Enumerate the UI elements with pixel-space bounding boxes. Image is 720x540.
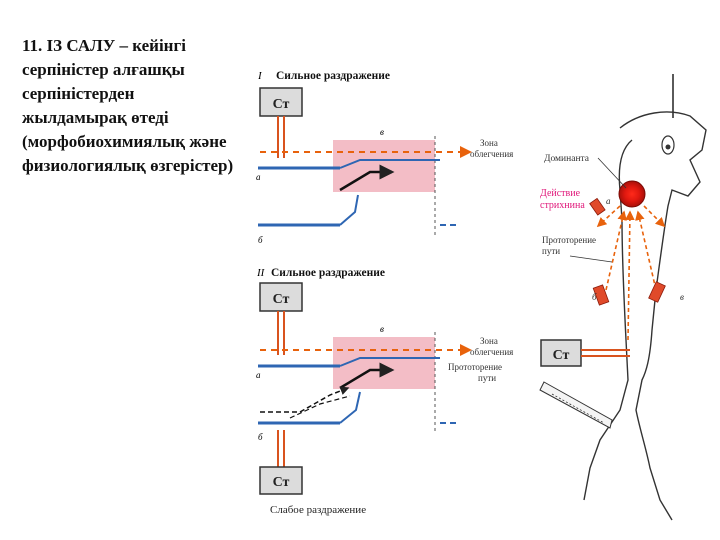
ascending-path [605, 210, 627, 291]
text-line-5: (морфобиохимиялық және [22, 132, 227, 151]
panel-2-label-v: в [380, 324, 384, 334]
panel-2-st-box-bottom [259, 466, 303, 495]
panel-2-st-label-top: Ст [273, 292, 290, 307]
ascending-path [625, 210, 635, 341]
panel-2-trodden-path [260, 386, 350, 413]
frog-pupil [665, 144, 671, 150]
panel-1-zone-label-1: Зона [480, 138, 498, 148]
dominant-pointer [597, 157, 627, 189]
panel-1-neuron-b [339, 194, 359, 226]
panel-1-st-label: Ст [273, 97, 290, 112]
frog-outline [583, 111, 707, 521]
panel-1-label-a: а [256, 172, 261, 182]
panel-2-title: Сильное раздражение [271, 267, 385, 279]
frog-paths-pointer [569, 255, 613, 263]
radiating-arrow [596, 205, 621, 228]
text-line-6: физиологиялық өзгерістер) [22, 156, 234, 175]
text-line-4: жылдамырақ өтеді [22, 108, 169, 127]
panel-2-switch [339, 362, 395, 390]
panel-1-zone-label-2: облегчения [470, 149, 513, 159]
panel-1-label-b: б [258, 235, 263, 245]
panel-2-st-box-top [259, 282, 303, 312]
panel-1: I Сильное раздражение Ст в Зона облегчен… [256, 70, 513, 245]
panel-1-st-box [259, 87, 303, 117]
panel-1-roman: I [257, 70, 263, 82]
panel-2-st-label-bottom: Ст [273, 475, 290, 490]
frog-label-v: в [680, 292, 684, 302]
text-line-1: 11. ІЗ САЛУ – кейінгі [22, 36, 186, 55]
frog-label-b: б [592, 292, 597, 302]
panel-2-weak-label: Слабое раздражение [270, 504, 366, 516]
dominant-label: Доминанта [544, 154, 590, 164]
panel-1-label-v: в [380, 127, 384, 137]
panel-2-neuron-b [339, 391, 361, 424]
frog-eye [661, 135, 675, 155]
panel-2-zone-label-1: Зона [480, 336, 498, 346]
panel-2: II Сильное раздражение Ст в Зона облегче… [256, 267, 513, 516]
stand-bar [539, 381, 613, 429]
text-line-3: серпіністерден [22, 84, 135, 103]
stand-ticks [551, 393, 605, 424]
muscle-block [592, 284, 610, 306]
radiating-arrow [643, 205, 666, 228]
frog-st-box [540, 339, 582, 367]
panel-2-roman: II [256, 267, 266, 279]
frog-paths-label-1: Прототорение [542, 235, 596, 245]
slide-text: 11. ІЗ САЛУ – кейінгі серпіністер алғашқ… [22, 34, 267, 184]
ascending-path [635, 210, 657, 291]
action-label-2: стрихнина [540, 200, 585, 211]
panel-1-neuron-a [339, 159, 440, 169]
panel-2-paths-label-1: Прототорение [448, 362, 502, 372]
panel-2-zone-label-2: облегчения [470, 347, 513, 357]
text-line-2: серпіністер алғашқы [22, 60, 185, 79]
action-label-1: Действие [540, 188, 581, 199]
frog-st-label: Ст [553, 348, 570, 363]
panel-2-paths-label-2: пути [478, 373, 496, 383]
frog-panel: Доминанта Действие стрихнина Прототорени… [539, 74, 707, 521]
panel-2-label-a: а [256, 370, 261, 380]
panel-2-label-b: б [258, 432, 263, 442]
panel-2-trodden-path [289, 395, 351, 419]
panel-1-title: Сильное раздражение [276, 70, 390, 82]
frog-label-a: а [606, 196, 611, 206]
panel-1-switch [339, 164, 395, 192]
frog-paths-label-2: пути [542, 246, 560, 256]
muscle-block [648, 281, 666, 303]
muscle-block [589, 197, 606, 216]
panel-2-neuron-a [339, 357, 440, 367]
